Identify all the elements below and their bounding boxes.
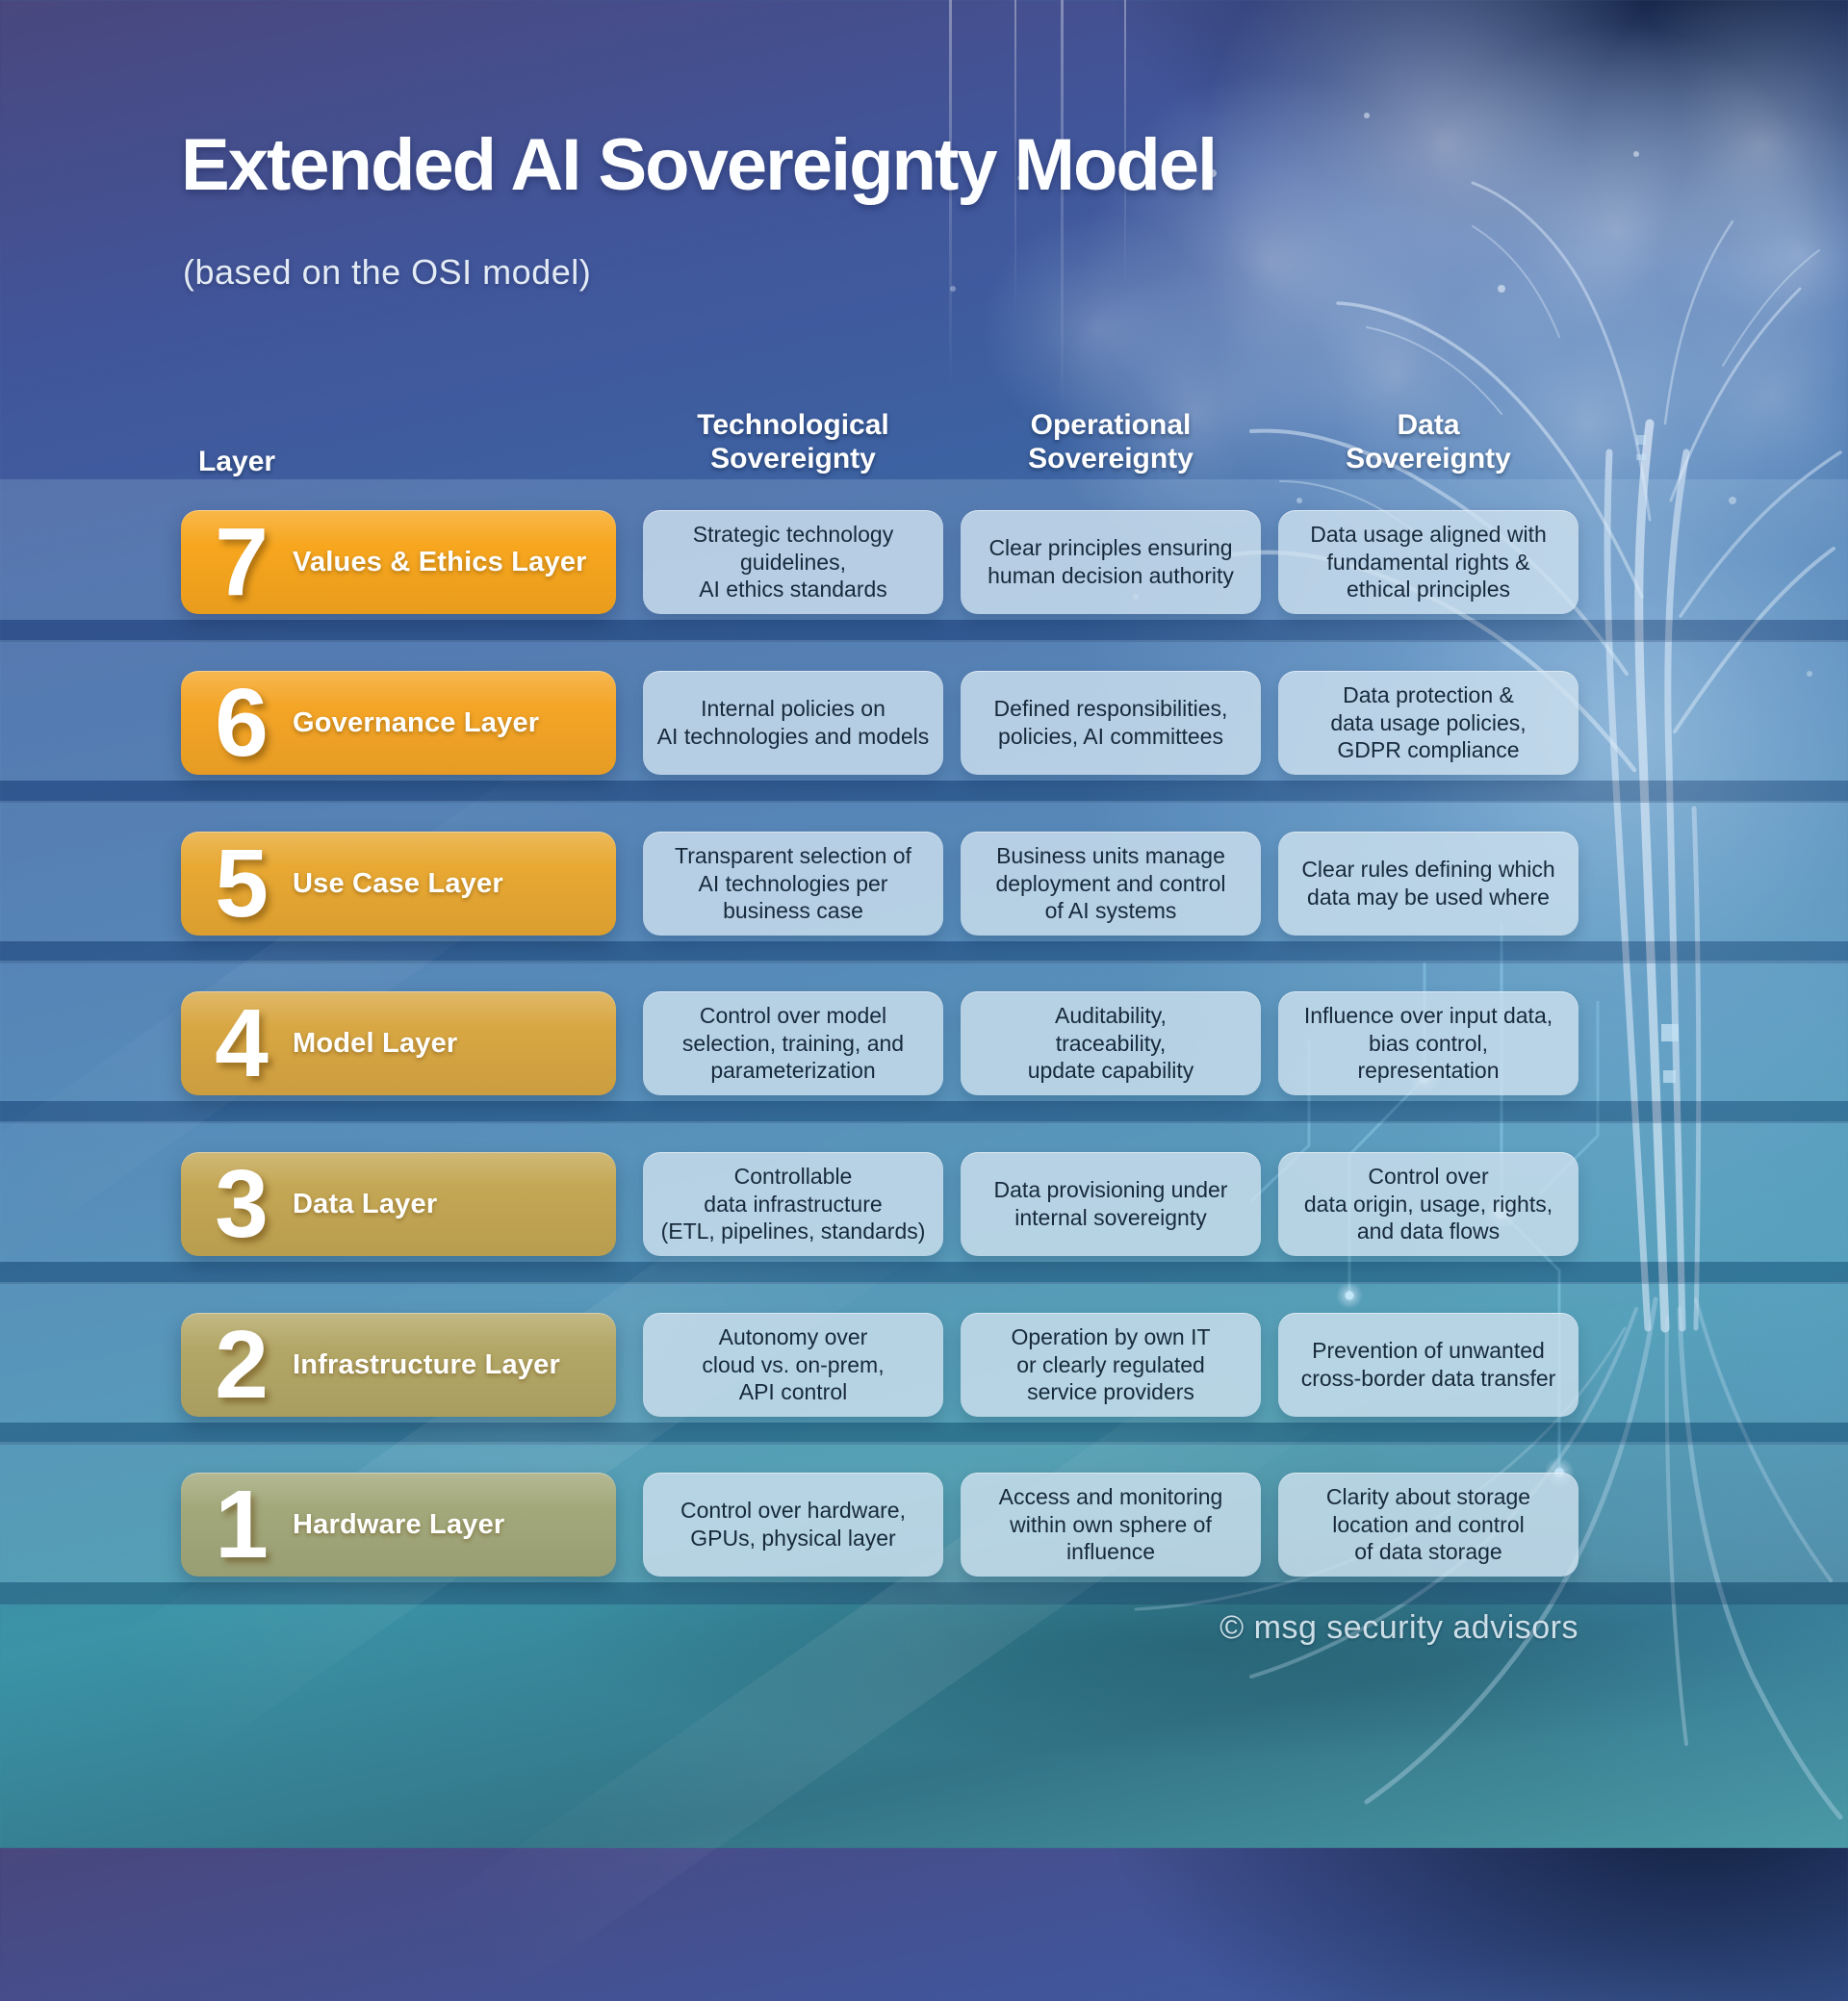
- tech-sovereignty-cell: Control over hardware, GPUs, physical la…: [643, 1473, 943, 1577]
- operational-sovereignty-cell: Business units manage deployment and con…: [961, 832, 1261, 936]
- tech-sovereignty-cell: Strategic technology guidelines, AI ethi…: [643, 510, 943, 614]
- layer-badge: 7 Values & Ethics Layer: [181, 510, 616, 614]
- data-sovereignty-cell: Data usage aligned with fundamental righ…: [1278, 510, 1578, 614]
- layer-name: Governance Layer: [293, 706, 540, 738]
- layer-number: 5: [215, 830, 269, 937]
- tech-sovereignty-cell: Controllable data infrastructure (ETL, p…: [643, 1152, 943, 1256]
- operational-sovereignty-cell: Auditability, traceability, update capab…: [961, 991, 1261, 1095]
- layer-badge: 3 Data Layer: [181, 1152, 616, 1256]
- layer-badge: 4 Model Layer: [181, 991, 616, 1095]
- tech-sovereignty-cell: Internal policies on AI technologies and…: [643, 671, 943, 775]
- layer-row-5: 5 Use Case Layer Transparent selection o…: [0, 832, 1848, 936]
- layer-name: Use Case Layer: [293, 867, 503, 899]
- layer-badge: 2 Infrastructure Layer: [181, 1313, 616, 1417]
- tech-sovereignty-cell: Transparent selection of AI technologies…: [643, 832, 943, 936]
- layer-row-2: 2 Infrastructure Layer Autonomy over clo…: [0, 1313, 1848, 1417]
- data-sovereignty-cell: Control over data origin, usage, rights,…: [1278, 1152, 1578, 1256]
- layer-badge: 5 Use Case Layer: [181, 832, 616, 936]
- light-rays: [949, 0, 1126, 414]
- operational-sovereignty-cell: Clear principles ensuring human decision…: [961, 510, 1261, 614]
- page-subtitle: (based on the OSI model): [183, 252, 592, 292]
- column-header-layer: Layer: [198, 446, 276, 477]
- layer-name: Values & Ethics Layer: [293, 546, 587, 577]
- data-sovereignty-cell: Influence over input data, bias control,…: [1278, 991, 1578, 1095]
- data-sovereignty-cell: Clarity about storage location and contr…: [1278, 1473, 1578, 1577]
- layer-number: 2: [215, 1311, 269, 1419]
- layer-row-6: 6 Governance Layer Internal policies on …: [0, 671, 1848, 775]
- layer-number: 6: [215, 669, 269, 777]
- column-header-data-sovereignty: Data Sovereignty: [1346, 409, 1511, 475]
- layer-name: Model Layer: [293, 1027, 458, 1059]
- operational-sovereignty-cell: Data provisioning under internal soverei…: [961, 1152, 1261, 1256]
- layer-name: Infrastructure Layer: [293, 1348, 560, 1380]
- layer-badge: 1 Hardware Layer: [181, 1473, 616, 1577]
- layer-row-1: 1 Hardware Layer Control over hardware, …: [0, 1473, 1848, 1577]
- layer-row-3: 3 Data Layer Controllable data infrastru…: [0, 1152, 1848, 1256]
- column-header-technological-sovereignty: Technological Sovereignty: [697, 409, 889, 475]
- operational-sovereignty-cell: Defined responsibilities, policies, AI c…: [961, 671, 1261, 775]
- layers-table: 7 Values & Ethics Layer Strategic techno…: [0, 510, 1848, 1577]
- page-title: Extended AI Sovereignty Model: [181, 124, 1218, 206]
- data-sovereignty-cell: Clear rules defining which data may be u…: [1278, 832, 1578, 936]
- data-sovereignty-cell: Prevention of unwanted cross-border data…: [1278, 1313, 1578, 1417]
- layer-name: Hardware Layer: [293, 1508, 505, 1540]
- layer-number: 4: [215, 989, 269, 1097]
- operational-sovereignty-cell: Access and monitoring within own sphere …: [961, 1473, 1261, 1577]
- layer-row-7: 7 Values & Ethics Layer Strategic techno…: [0, 510, 1848, 614]
- tech-sovereignty-cell: Autonomy over cloud vs. on-prem, API con…: [643, 1313, 943, 1417]
- layer-badge: 6 Governance Layer: [181, 671, 616, 775]
- data-sovereignty-cell: Data protection & data usage policies, G…: [1278, 671, 1578, 775]
- column-header-operational-sovereignty: Operational Sovereignty: [1028, 409, 1194, 475]
- footer-credit: © msg security advisors: [1219, 1609, 1578, 1646]
- tech-sovereignty-cell: Control over model selection, training, …: [643, 991, 943, 1095]
- layer-name: Data Layer: [293, 1188, 438, 1219]
- layer-number: 7: [215, 508, 269, 616]
- layer-number: 1: [215, 1471, 269, 1578]
- layer-number: 3: [215, 1150, 269, 1258]
- operational-sovereignty-cell: Operation by own IT or clearly regulated…: [961, 1313, 1261, 1417]
- layer-row-4: 4 Model Layer Control over model selecti…: [0, 991, 1848, 1095]
